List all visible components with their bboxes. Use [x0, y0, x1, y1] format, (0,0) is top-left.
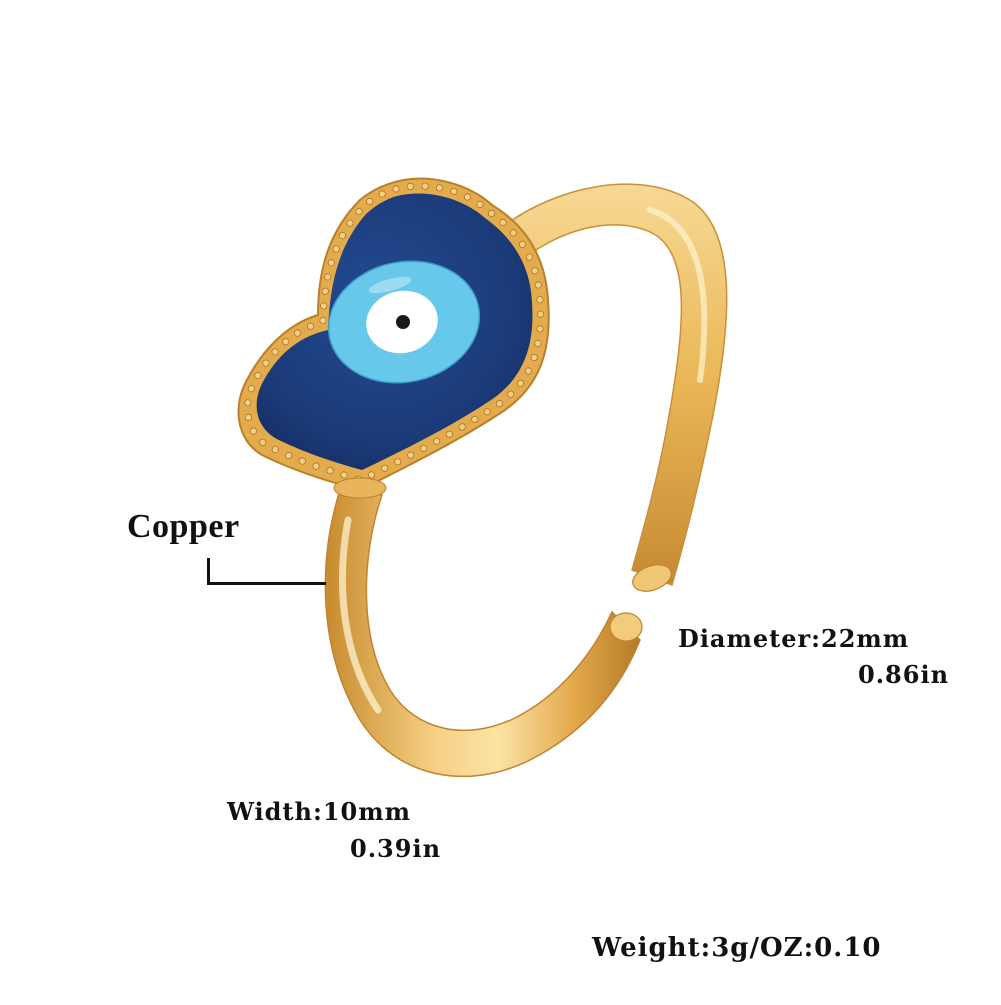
rim-bead — [346, 219, 354, 227]
rim-bead — [324, 273, 332, 281]
rim-bead — [536, 325, 544, 333]
rim-bead — [271, 348, 279, 356]
width-in-label: 0.39in — [350, 834, 442, 863]
rim-bead — [326, 467, 334, 475]
rim-bead — [298, 457, 306, 465]
ring-band-front — [324, 489, 641, 778]
rim-bead — [285, 451, 293, 460]
rim-bead — [392, 185, 400, 193]
rim-bead — [262, 359, 270, 367]
rim-bead — [321, 287, 329, 295]
rim-bead — [306, 322, 315, 330]
rim-bead — [435, 184, 444, 192]
rim-bead — [516, 379, 525, 387]
rim-bead — [476, 200, 484, 208]
rim-bead — [407, 451, 415, 459]
width-mm-label: Width:10mm — [227, 797, 412, 826]
rim-bead — [487, 209, 496, 217]
rim-bead — [244, 399, 252, 407]
rim-bead — [536, 310, 545, 318]
diameter-mm-label: Diameter:22mm — [678, 624, 910, 653]
material-leader-line — [207, 558, 326, 585]
rim-bead — [531, 267, 539, 275]
rim-bead — [421, 182, 429, 190]
rim-bead — [499, 218, 507, 227]
rim-bead — [293, 329, 302, 337]
rim-bead — [355, 207, 363, 216]
diameter-in-label: 0.86in — [858, 660, 950, 689]
rim-bead — [463, 193, 471, 201]
rim-bead — [536, 295, 544, 304]
rim-bead — [367, 471, 376, 479]
rim-bead — [338, 232, 346, 240]
material-label: Copper — [127, 508, 240, 545]
rim-beads — [244, 182, 545, 483]
rim-bead — [319, 316, 327, 325]
rim-bead — [282, 338, 290, 346]
rim-bead — [507, 390, 515, 398]
rim-bead — [534, 339, 542, 347]
rim-bead — [327, 259, 335, 267]
rim-bead — [378, 190, 386, 198]
eye-pupil — [396, 315, 410, 329]
rim-bead — [366, 197, 374, 206]
rim-bead — [380, 464, 389, 472]
rim-bead — [406, 182, 414, 190]
rim-bead — [244, 413, 252, 421]
rim-bead — [259, 438, 267, 446]
rim-bead — [534, 281, 542, 289]
rim-bead — [509, 229, 518, 237]
rim-bead — [471, 415, 479, 423]
rim-bead — [247, 384, 255, 393]
rim-bead — [271, 445, 279, 454]
rim-bead — [530, 353, 538, 362]
rim-bead — [445, 430, 453, 438]
rim-bead — [254, 371, 262, 380]
rim-bead — [432, 437, 441, 445]
rim-bead — [450, 187, 458, 195]
rim-bead — [524, 367, 533, 375]
rim-bead — [249, 427, 257, 435]
rim-bead — [525, 253, 534, 261]
rim-bead — [458, 423, 466, 431]
rim-bead — [320, 302, 328, 310]
rim-bead — [483, 408, 491, 416]
rim-bead — [394, 458, 402, 466]
weight-label: Weight:3g/OZ:0.10 — [592, 933, 882, 963]
rim-bead — [340, 471, 348, 479]
ring-band-back — [504, 183, 728, 586]
rim-bead — [332, 245, 340, 253]
rim-bead — [312, 462, 320, 470]
rim-bead — [495, 400, 504, 408]
rim-bead — [518, 240, 527, 248]
rim-bead — [420, 444, 428, 452]
